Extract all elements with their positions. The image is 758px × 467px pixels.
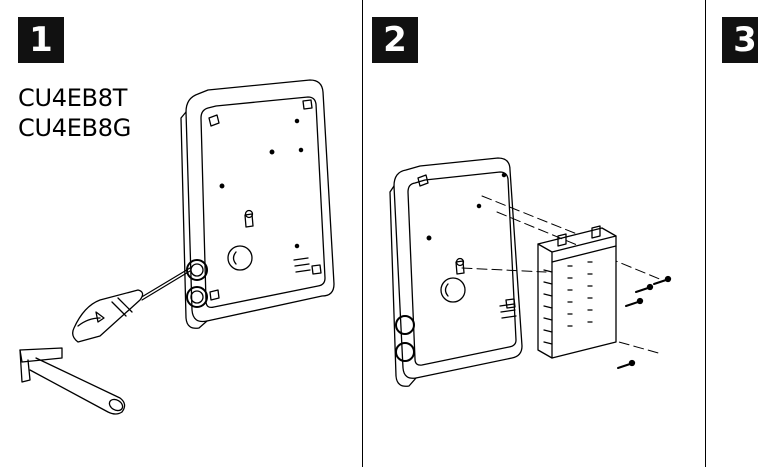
screw-icon	[618, 277, 671, 369]
step-number-badge: 3	[722, 17, 758, 63]
corner-post	[312, 265, 321, 274]
enclosure-box	[390, 158, 522, 386]
model-code-2: CU4EB8G	[18, 114, 131, 142]
control-module	[538, 226, 616, 358]
step-number-badge: 1	[18, 17, 64, 63]
corner-post	[210, 290, 219, 300]
corner-post	[209, 115, 219, 126]
panel-divider-2	[705, 0, 706, 467]
corner-post	[303, 100, 312, 109]
knockout-illustration	[0, 0, 362, 467]
enclosure-box	[181, 80, 334, 328]
module-mounting-illustration	[362, 0, 705, 467]
hammer-icon	[20, 348, 125, 414]
step-3-panel: 3	[705, 0, 758, 467]
step-1-panel: 1 CU4EB8T CU4EB8G	[0, 0, 362, 467]
step-number-badge: 2	[372, 17, 418, 63]
model-code-1: CU4EB8T	[18, 84, 128, 112]
screwdriver-icon	[73, 268, 190, 342]
step-2-panel: 2	[362, 0, 705, 467]
panel-divider-1	[362, 0, 363, 467]
